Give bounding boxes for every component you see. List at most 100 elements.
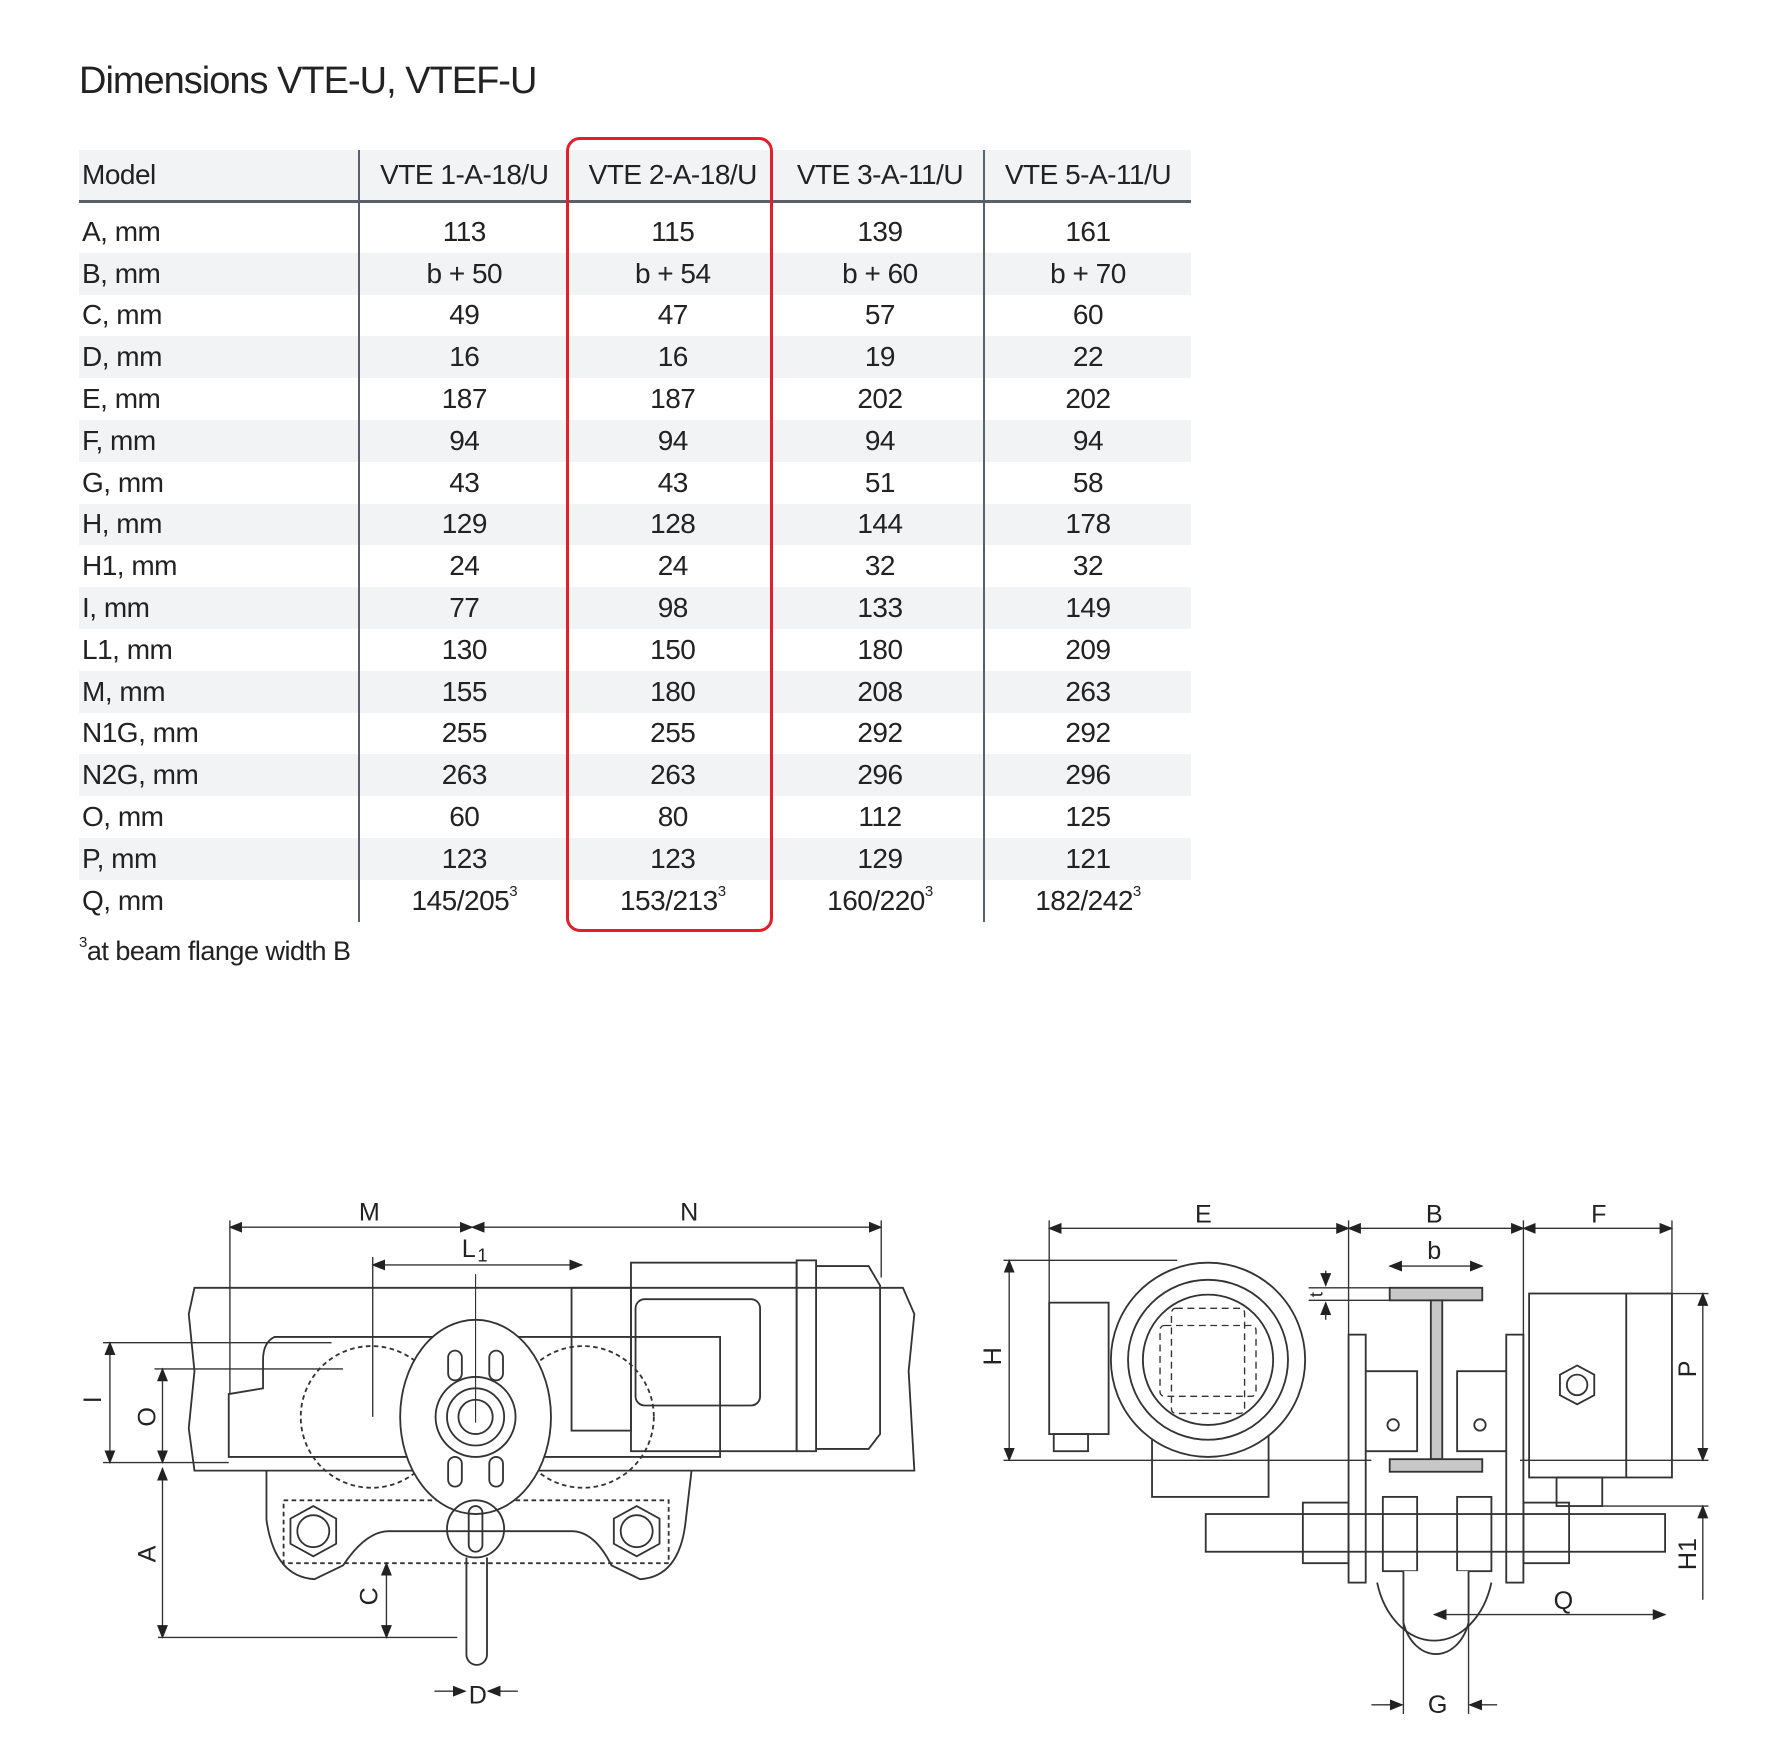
- cell-value: 182/242: [1035, 884, 1133, 916]
- table-cell: 51: [777, 462, 984, 504]
- label-P: P: [1674, 1361, 1702, 1378]
- table-cell: 180: [777, 629, 984, 671]
- table-cell: 130: [358, 628, 569, 671]
- cell-value: 128: [650, 508, 696, 540]
- cell-value: b + 50: [426, 257, 503, 289]
- cell-value: 43: [449, 466, 480, 498]
- table-cell: 296: [776, 754, 984, 797]
- row-label: Q, mm: [82, 884, 164, 916]
- cell-value: 94: [1072, 424, 1104, 456]
- cell-value: 209: [1065, 633, 1111, 665]
- cell-value: 153/213: [619, 884, 718, 916]
- table-cell: 43: [569, 462, 777, 504]
- cell-value: 24: [449, 550, 480, 582]
- header-model: Model: [79, 150, 359, 203]
- table-cell: 19: [776, 336, 984, 379]
- table-cell: 178: [982, 503, 1191, 546]
- dimension-labels: M N L 1 I O A C D E B F b t H P H1 Q G: [79, 1198, 1702, 1718]
- table-cell: 202: [777, 378, 984, 420]
- table-cell: 129: [776, 837, 984, 880]
- cell-value: 43: [657, 466, 689, 498]
- table-cell: 24: [569, 545, 777, 587]
- row-label: F, mm: [79, 419, 359, 462]
- table-cell: 123: [358, 837, 569, 880]
- cell-value: 150: [650, 633, 696, 665]
- table-cell: 161: [982, 201, 1191, 253]
- label-D: D: [469, 1682, 487, 1710]
- table-cell: 58: [982, 461, 1191, 504]
- cell-value: 145/205: [411, 884, 510, 916]
- footnote-ref: 3: [924, 882, 933, 900]
- table-cell: 128: [568, 503, 777, 546]
- cell-value: 202: [1065, 383, 1111, 415]
- cell-value: 161: [1065, 215, 1111, 247]
- cell-value: 98: [657, 592, 689, 624]
- table-cell: 121: [982, 837, 1191, 880]
- footnote: 3at beam flange width B: [79, 934, 351, 967]
- cell-value: 112: [858, 801, 902, 833]
- end-view-dimensions: [1003, 1220, 1709, 1715]
- label-t: t: [1305, 1292, 1326, 1297]
- table-cell: 187: [358, 378, 569, 420]
- label-A: A: [134, 1545, 162, 1562]
- table-cell: 49: [358, 294, 569, 337]
- table-cell: 208: [776, 670, 984, 713]
- table-cell: 94: [776, 419, 984, 462]
- row-label: N1G, mm: [82, 717, 199, 749]
- header-vte1: VTE 1-A-18/U: [358, 150, 569, 203]
- cell-value: 178: [1065, 508, 1111, 540]
- cell-value: 58: [1072, 466, 1104, 498]
- cell-value: 133: [857, 592, 903, 624]
- table-cell: 16: [568, 336, 777, 379]
- label-B: B: [1426, 1201, 1443, 1229]
- cell-value: 16: [449, 341, 480, 373]
- cell-value: 139: [857, 215, 903, 247]
- table-cell: 296: [982, 754, 1191, 797]
- table-cell: b + 54: [568, 252, 777, 295]
- table-cell: 98: [568, 587, 777, 629]
- row-label: H, mm: [79, 503, 359, 546]
- table-cell: 202: [982, 378, 1191, 420]
- cell-value: 155: [441, 675, 488, 707]
- row-label: B, mm: [79, 252, 359, 295]
- table-cell: 24: [358, 545, 569, 588]
- label-C: C: [355, 1587, 383, 1605]
- table-cell: 94: [982, 419, 1191, 462]
- footnote-text: at beam flange width B: [86, 936, 351, 966]
- label-H: H: [979, 1347, 1007, 1365]
- label-G: G: [1428, 1691, 1448, 1719]
- label-M: M: [359, 1198, 380, 1226]
- cell-value: 187: [441, 383, 488, 415]
- cell-value: b + 54: [634, 257, 711, 289]
- table-cell: 263: [358, 754, 569, 797]
- cell-value: 160/220: [827, 884, 925, 916]
- cell-value: 60: [449, 801, 480, 833]
- table-cell: 129: [358, 503, 569, 546]
- cell-value: 263: [1065, 675, 1111, 707]
- table-cell: 80: [569, 796, 777, 838]
- table-cell: 182/2423: [982, 879, 1191, 922]
- cell-value: 187: [650, 383, 696, 415]
- table-cell: 255: [358, 712, 569, 755]
- cell-value: 51: [864, 466, 896, 498]
- side-view-drawing: [187, 1259, 916, 1666]
- cell-value: 123: [650, 842, 696, 874]
- row-label: N2G, mm: [79, 754, 359, 797]
- cell-value: 296: [1065, 759, 1111, 791]
- table-cell: 133: [776, 587, 984, 629]
- cell-value: 77: [449, 592, 480, 624]
- cell-value: 60: [1072, 299, 1104, 331]
- table-cell: 263: [568, 754, 777, 797]
- header-vte5: VTE 5-A-11/U: [982, 150, 1191, 203]
- table-cell: 153/2133: [569, 880, 777, 922]
- cell-value: 94: [657, 424, 689, 456]
